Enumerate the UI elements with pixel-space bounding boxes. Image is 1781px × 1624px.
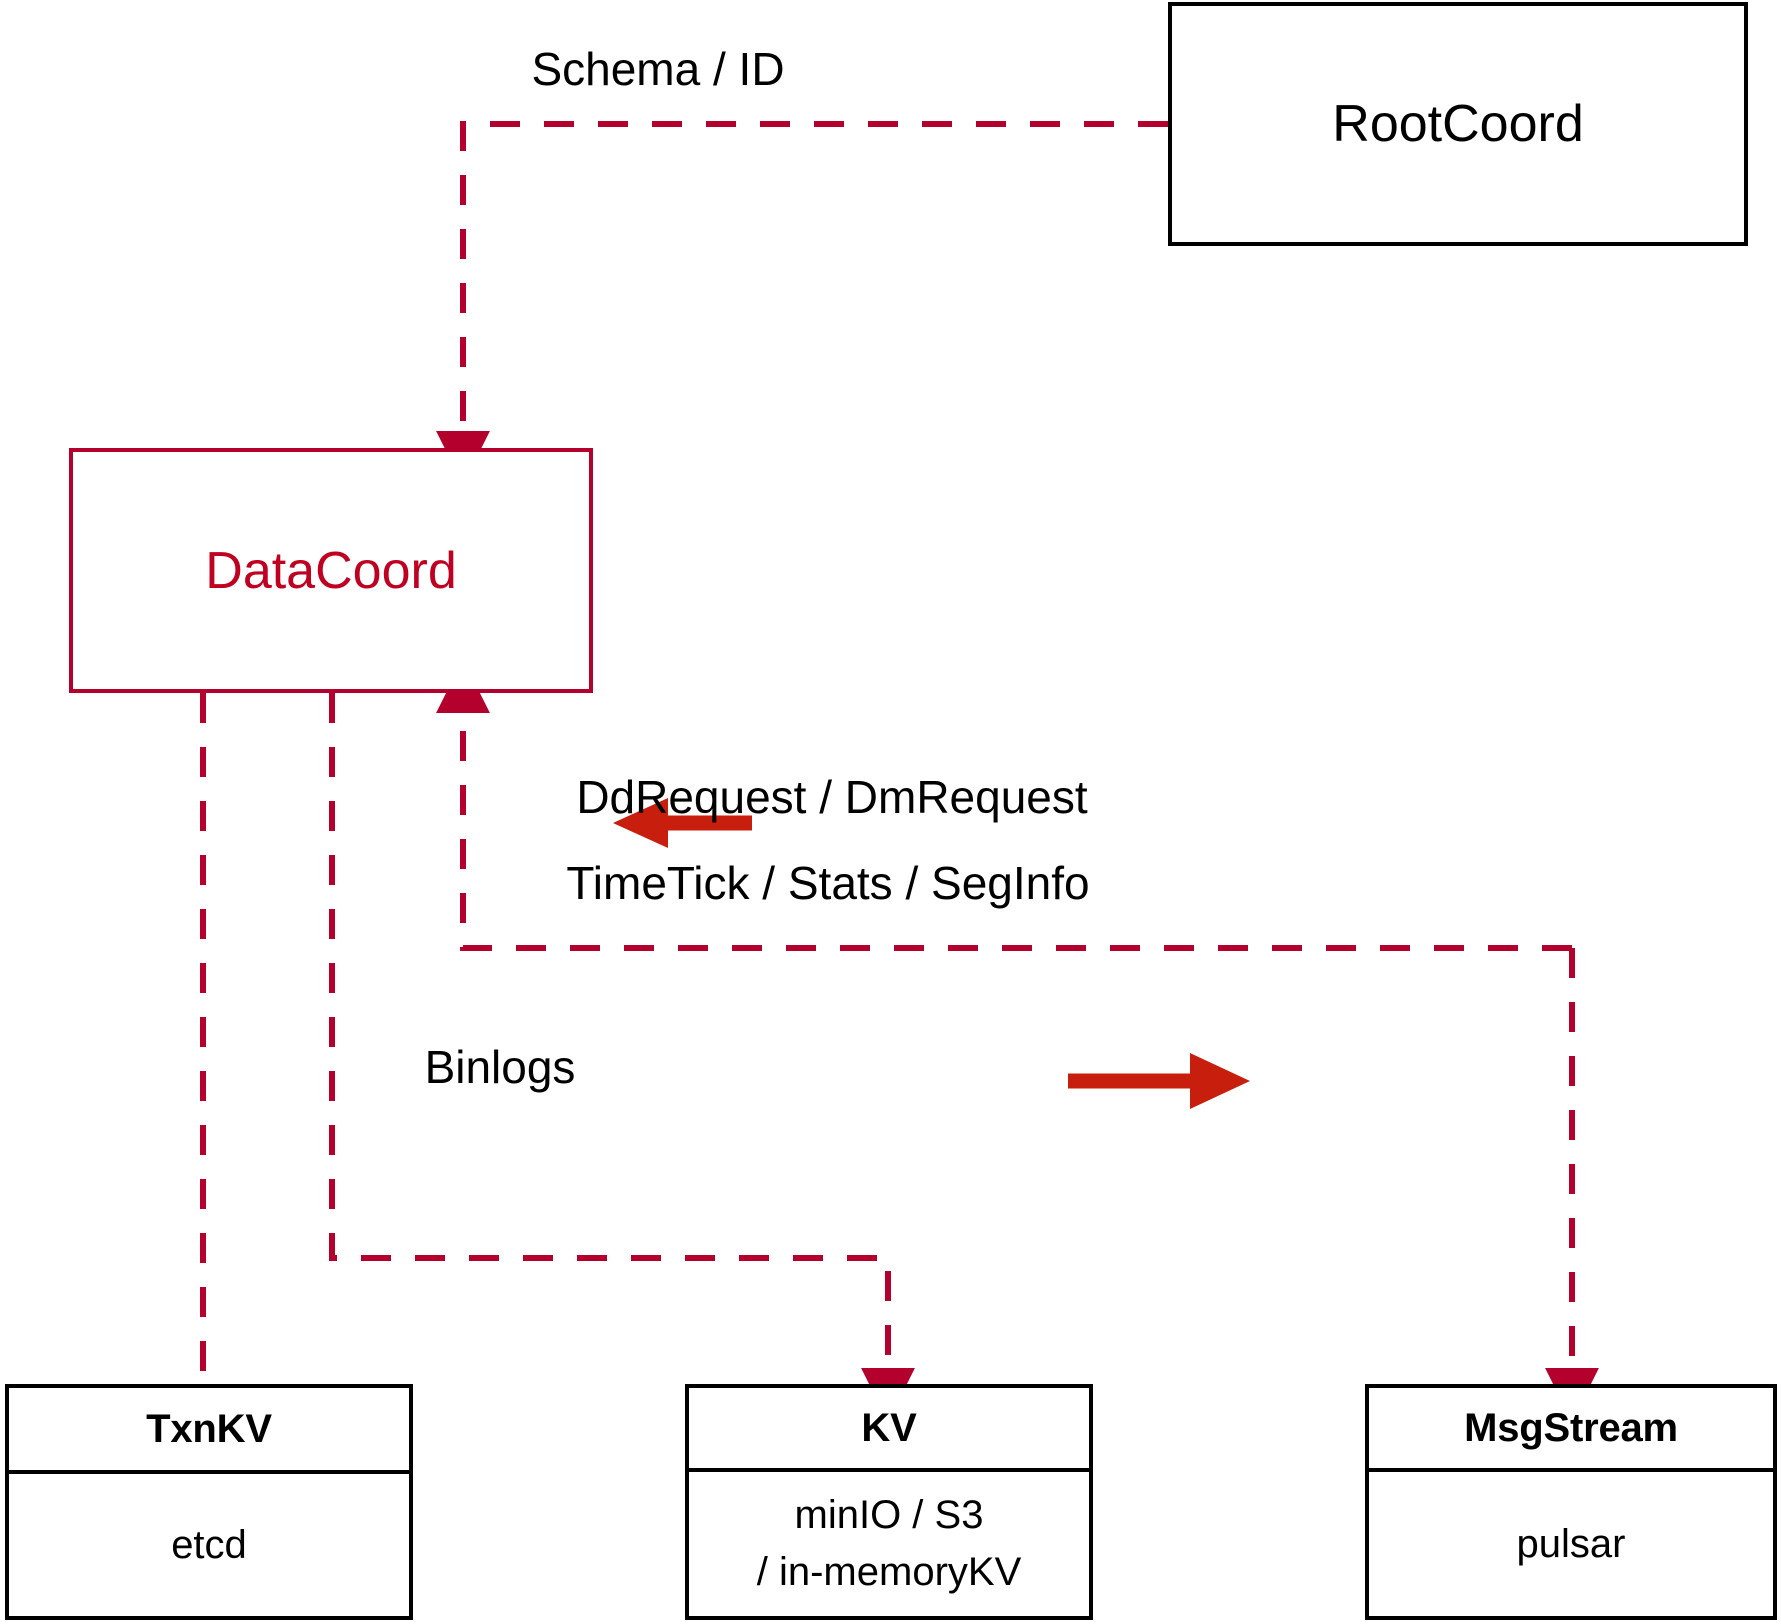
node-kv-title-cell: KV bbox=[689, 1388, 1089, 1468]
node-rootcoord[interactable]: RootCoord bbox=[1168, 2, 1748, 246]
node-kv-divider bbox=[689, 1468, 1089, 1472]
edge-ddrequest-dmrequest bbox=[436, 659, 1572, 951]
node-msgstream-divider bbox=[1369, 1468, 1773, 1472]
node-msgstream-label: MsgStream bbox=[1464, 1405, 1678, 1450]
outbound-marker-icon bbox=[1068, 1053, 1250, 1109]
node-kv-label: KV bbox=[861, 1405, 917, 1450]
edge-label-binlogs: Binlogs bbox=[424, 1041, 576, 1093]
edge-label-ddrequest-dmrequest: DdRequest / DmRequest bbox=[576, 771, 1088, 823]
node-kv-sub-1: / in-memoryKV bbox=[756, 1550, 1022, 1594]
inbound-marker-icon bbox=[613, 798, 752, 848]
node-msgstream-body: pulsar bbox=[1369, 1472, 1773, 1616]
node-txnkv-title-cell: TxnKV bbox=[9, 1388, 409, 1470]
node-msgstream[interactable]: MsgStream pulsar bbox=[1365, 1384, 1777, 1620]
edge-schema-id bbox=[436, 121, 1168, 485]
node-msgstream-title-cell: MsgStream bbox=[1369, 1388, 1773, 1468]
edge-label-timetick-stats-seginfo: TimeTick / Stats / SegInfo bbox=[566, 857, 1090, 909]
node-kv-body: minIO / S3 / in-memoryKV bbox=[689, 1472, 1089, 1616]
edge-label-schema-id: Schema / ID bbox=[531, 43, 785, 95]
node-datacoord[interactable]: DataCoord bbox=[69, 448, 593, 693]
node-kv-sub-0: minIO / S3 bbox=[794, 1493, 984, 1538]
node-msgstream-sub-0: pulsar bbox=[1516, 1521, 1626, 1566]
node-txnkv-label: TxnKV bbox=[146, 1406, 272, 1451]
node-kv[interactable]: KV minIO / S3 / in-memoryKV bbox=[685, 1384, 1093, 1620]
node-txnkv-divider bbox=[9, 1470, 409, 1474]
node-rootcoord-label: RootCoord bbox=[1332, 95, 1584, 153]
node-txnkv[interactable]: TxnKV etcd bbox=[5, 1384, 413, 1620]
node-txnkv-sub-0: etcd bbox=[171, 1522, 247, 1567]
node-txnkv-body: etcd bbox=[9, 1474, 409, 1616]
node-datacoord-label: DataCoord bbox=[205, 541, 457, 600]
edge-binlogs bbox=[329, 693, 915, 1422]
